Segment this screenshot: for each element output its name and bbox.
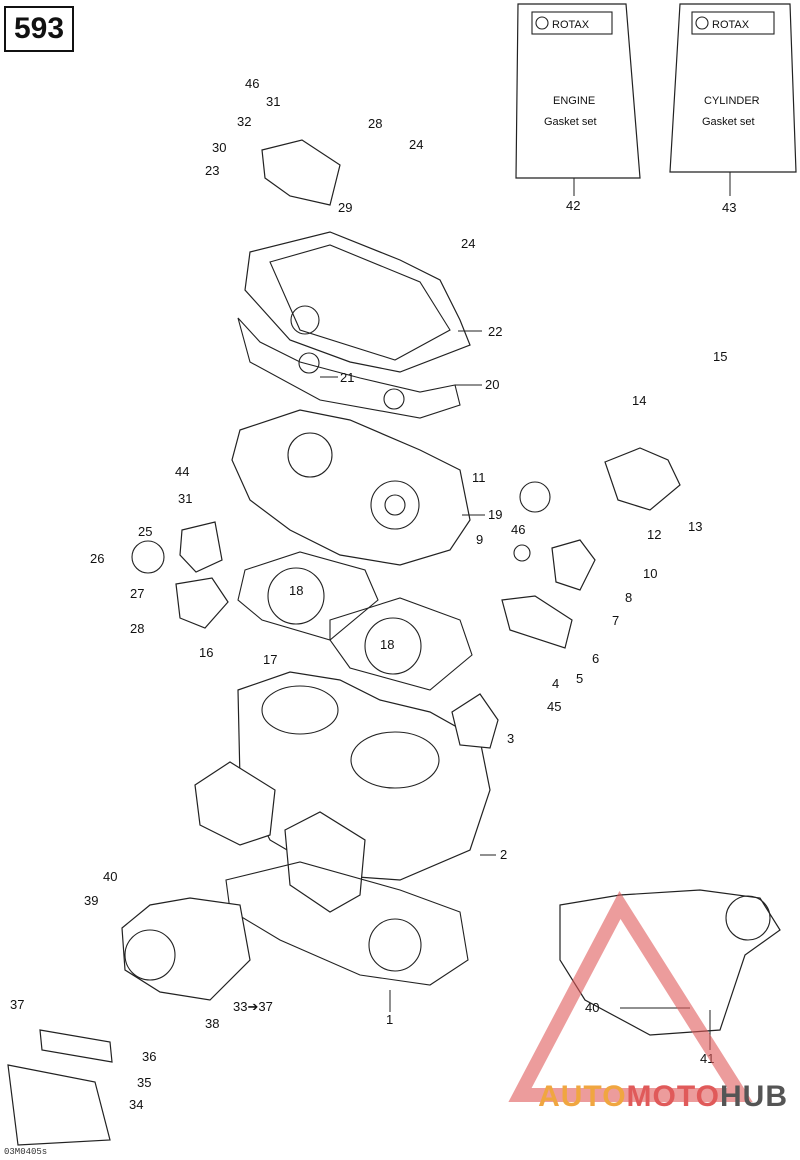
callout: 14 bbox=[632, 393, 646, 408]
callout: 1 bbox=[386, 1012, 393, 1027]
callout: 20 bbox=[485, 377, 499, 392]
watermark-part: HUB bbox=[720, 1080, 788, 1113]
callout: 26 bbox=[90, 551, 104, 566]
callout: 36 bbox=[142, 1049, 156, 1064]
callout: 21 bbox=[340, 370, 354, 385]
o-ring bbox=[513, 544, 531, 562]
callout: 23 bbox=[205, 163, 219, 178]
callout: 17 bbox=[263, 652, 277, 667]
callout: 24 bbox=[409, 137, 423, 152]
water-outlet-upper bbox=[261, 139, 341, 206]
callout: 7 bbox=[612, 613, 619, 628]
watermark-logo: AUTOMOTOHUB bbox=[538, 1080, 788, 1114]
package-title: CYLINDER bbox=[704, 95, 760, 107]
callout: 38 bbox=[205, 1016, 219, 1031]
cylinder-head bbox=[231, 409, 471, 566]
callout: 44 bbox=[175, 464, 189, 479]
callout: 32 bbox=[237, 114, 251, 129]
callout: 46 bbox=[245, 76, 259, 91]
callout: 46 bbox=[511, 522, 525, 537]
base-gasket bbox=[225, 861, 469, 986]
reed-stopper bbox=[39, 1029, 113, 1063]
callout: 31 bbox=[178, 491, 192, 506]
callout: 16 bbox=[199, 645, 213, 660]
valve-housing bbox=[501, 595, 573, 649]
callout: 27 bbox=[130, 586, 144, 601]
callout: 11 bbox=[472, 470, 486, 485]
gasket-package-engine: ROTAX ENGINE Gasket set bbox=[515, 3, 641, 179]
reed-block-lower bbox=[7, 1064, 111, 1146]
callout: 28 bbox=[368, 116, 382, 131]
watermark-part: MOTO bbox=[626, 1080, 720, 1113]
callout: 10 bbox=[643, 566, 657, 581]
callout: 12 bbox=[647, 527, 661, 542]
callout: 4 bbox=[552, 676, 559, 691]
o-ring bbox=[298, 352, 320, 374]
callout: 30 bbox=[212, 140, 226, 155]
callout: 28 bbox=[130, 621, 144, 636]
callout: 42 bbox=[566, 198, 580, 213]
package-subtitle: Gasket set bbox=[702, 116, 755, 128]
package-title: ENGINE bbox=[553, 95, 595, 107]
carburetor-adaptor bbox=[121, 897, 251, 1001]
callout: 34 bbox=[129, 1097, 143, 1112]
callout: 8 bbox=[625, 590, 632, 605]
water-outlet bbox=[175, 577, 229, 629]
reed-valve-block bbox=[194, 761, 276, 846]
callout: 5 bbox=[576, 671, 583, 686]
callout: 18 bbox=[380, 637, 394, 652]
head-gasket bbox=[237, 551, 379, 641]
callout: 19 bbox=[488, 507, 502, 522]
rave-valve-cap bbox=[604, 447, 681, 511]
callout: 15 bbox=[713, 349, 727, 364]
callout: 2 bbox=[500, 847, 507, 862]
head-gasket bbox=[329, 597, 473, 691]
callout: 25 bbox=[138, 524, 152, 539]
callout: 22 bbox=[488, 324, 502, 339]
cylinder-head-cover bbox=[244, 231, 471, 373]
watermark-part: AUTO bbox=[538, 1080, 627, 1113]
ring-clamp bbox=[131, 540, 165, 574]
callout: 3 bbox=[507, 731, 514, 746]
callout: 43 bbox=[722, 200, 736, 215]
package-subtitle: Gasket set bbox=[544, 116, 597, 128]
callout: 45 bbox=[547, 699, 561, 714]
watermark-triangle bbox=[508, 891, 753, 1102]
package-brand: ROTAX bbox=[712, 19, 750, 31]
callout-labels: 42 43 46 31 32 28 30 24 23 29 24 22 21 2… bbox=[10, 76, 736, 1112]
callout: 35 bbox=[137, 1075, 151, 1090]
diagram-code: 03M0405s bbox=[4, 1147, 48, 1157]
thermostat bbox=[179, 521, 223, 573]
valve-slide bbox=[451, 693, 499, 749]
callout: 9 bbox=[476, 532, 483, 547]
callout: 37 bbox=[10, 997, 24, 1012]
callout: 13 bbox=[688, 519, 702, 534]
o-ring bbox=[519, 481, 551, 513]
o-ring bbox=[383, 388, 405, 410]
callout: 29 bbox=[338, 200, 352, 215]
callout: 6 bbox=[592, 651, 599, 666]
callout: 31 bbox=[266, 94, 280, 109]
package-brand: ROTAX bbox=[552, 19, 590, 31]
callout: 40 bbox=[103, 869, 117, 884]
gasket-package-cylinder: ROTAX CYLINDER Gasket set bbox=[669, 3, 797, 173]
callout: 24 bbox=[461, 236, 475, 251]
page-number-box: 593 bbox=[4, 6, 74, 52]
callout: 33➔37 bbox=[233, 999, 273, 1014]
rave-valve-body bbox=[551, 539, 596, 591]
callout: 40 bbox=[585, 1000, 599, 1015]
callout: 18 bbox=[289, 583, 303, 598]
reed-valve-block bbox=[284, 811, 366, 913]
callout: 39 bbox=[84, 893, 98, 908]
